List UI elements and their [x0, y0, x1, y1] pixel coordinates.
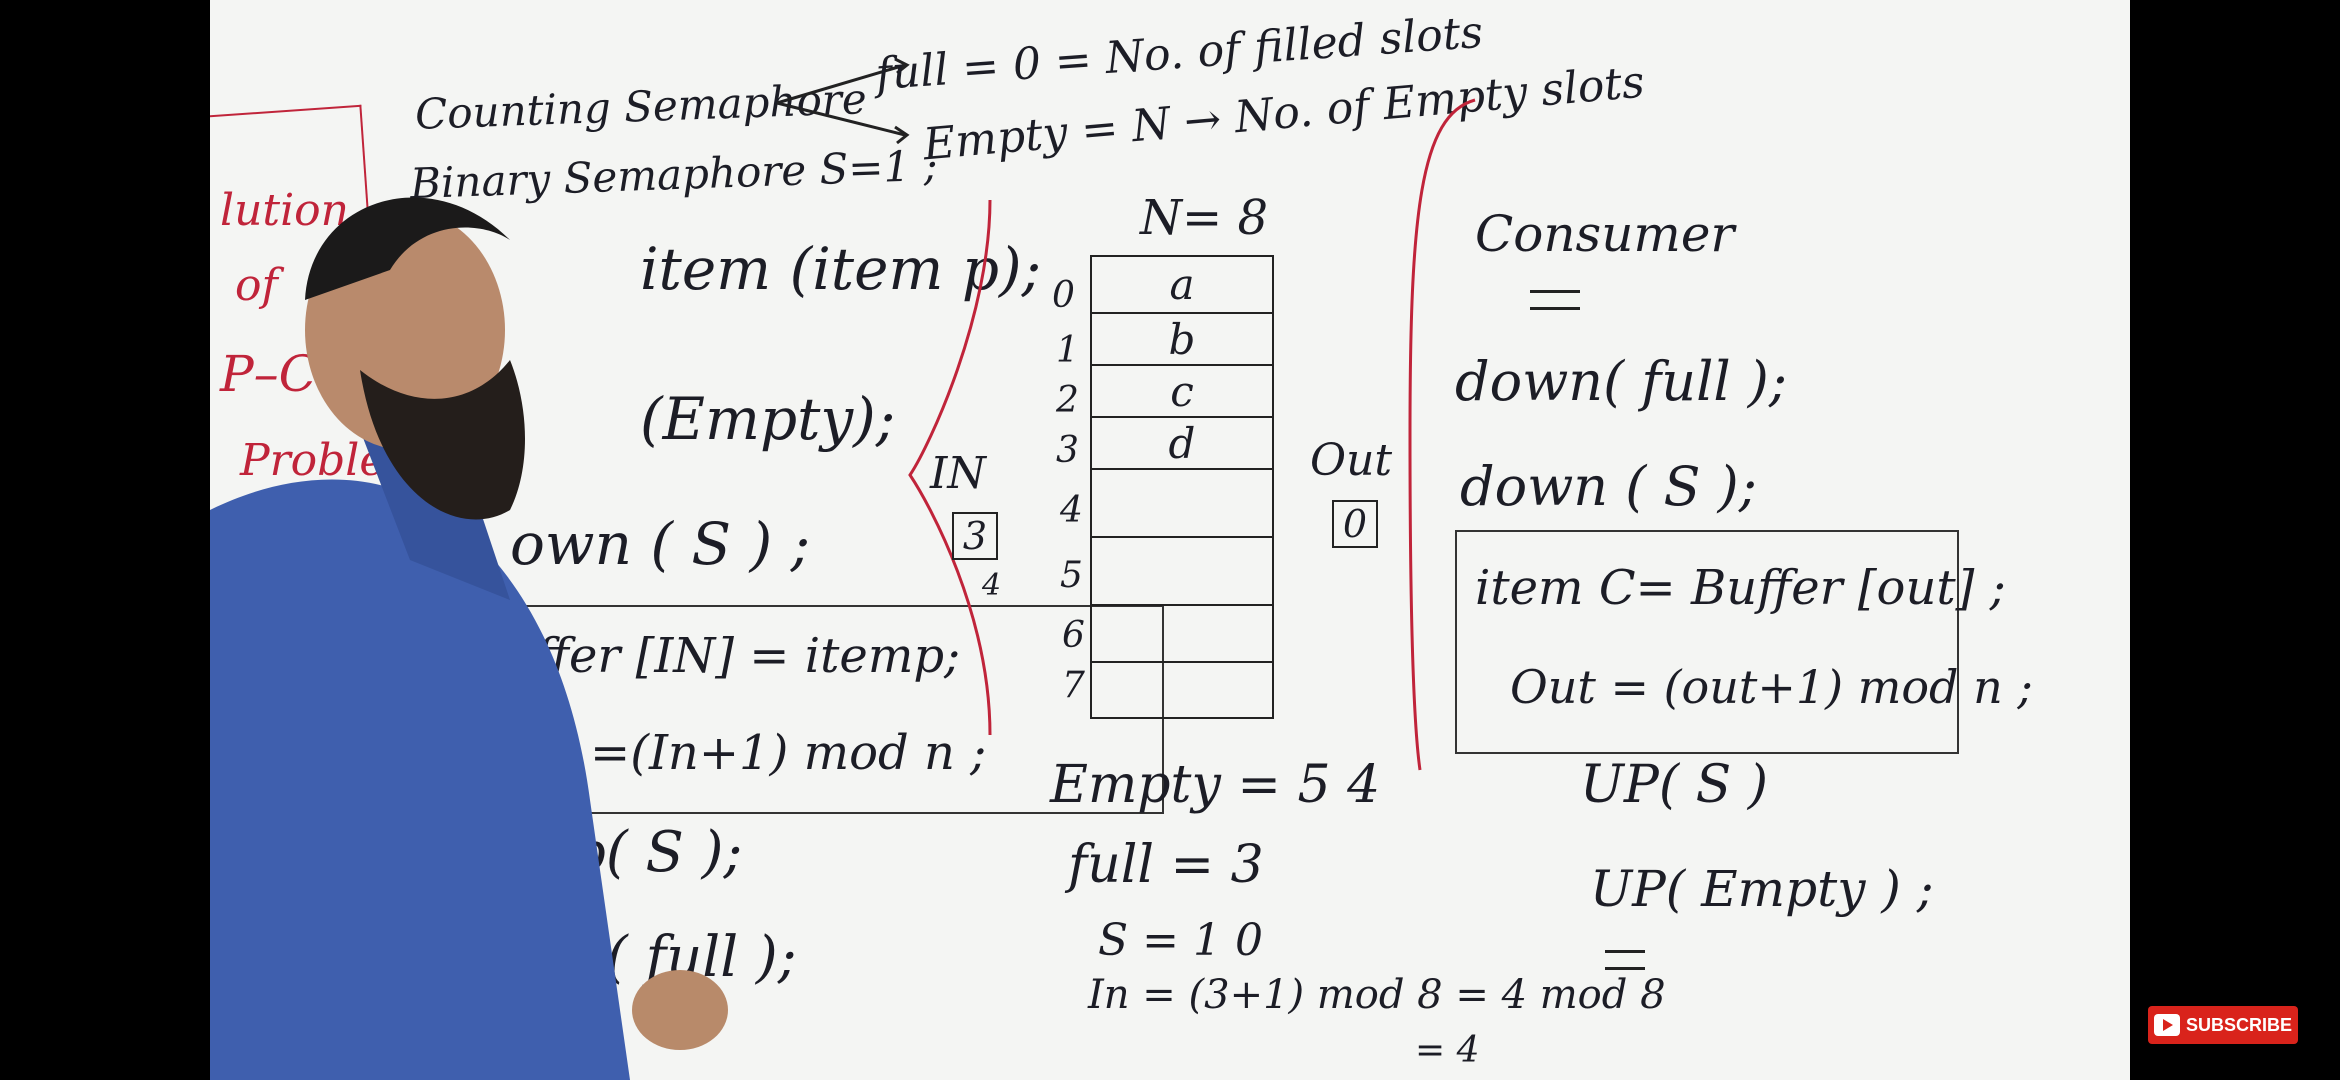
producer-box-line-2: =(In+1) mod n ; [590, 725, 987, 781]
consumer-line-4: UP( Empty ) ; [1590, 860, 1934, 918]
out-pointer-value: 0 [1332, 500, 1378, 548]
buffer-index: 2 [1056, 380, 1079, 421]
subscribe-button[interactable]: SUBSCRIBE [2148, 1006, 2298, 1044]
buffer-index: 0 [1052, 275, 1075, 316]
producer-line-3: own ( S ) ; [510, 510, 811, 578]
consumer-line-1: down( full ); [1455, 350, 1788, 413]
consumer-critical-section-box [1455, 530, 1959, 754]
full-calc: full = 3 [1068, 835, 1264, 895]
consumer-box-line-1: item C= Buffer [out] ; [1475, 560, 2006, 616]
buffer-slot: a [1092, 257, 1272, 314]
empty-calc: Empty = 5 4 [1050, 755, 1381, 815]
buffer-size-label: N= 8 [1140, 190, 1269, 246]
buffer-slot: c [1092, 366, 1272, 418]
buffer-index: 6 [1062, 615, 1085, 656]
whiteboard-video-frame: Counting Semaphore full = 0 = No. of fil… [210, 0, 2130, 1080]
consumer-end-mark [1605, 950, 1645, 970]
in-pointer-value: 3 [952, 512, 998, 560]
buffer-index: 1 [1056, 330, 1079, 371]
buffer-slot: b [1092, 314, 1272, 366]
subscribe-label: SUBSCRIBE [2185, 1014, 2292, 1035]
branch-arrows [776, 57, 910, 145]
buffer-slot-value: d [1168, 418, 1196, 468]
buffer-index: 3 [1056, 430, 1079, 471]
buffer-slot [1092, 663, 1272, 713]
buffer-slot-value: b [1168, 314, 1196, 364]
buffer-slot [1092, 538, 1272, 606]
side-title-line: lution [220, 185, 349, 236]
buffer-index: 5 [1060, 555, 1083, 596]
buffer-slot: d [1092, 418, 1272, 470]
buffer-slot [1092, 606, 1272, 663]
left-curly-brace [908, 199, 992, 736]
consumer-line-3: UP( S ) [1580, 755, 1769, 815]
producer-line-1: item (item p); [640, 235, 1042, 303]
consumer-line-2: down ( S ); [1460, 455, 1757, 518]
side-title-line: of [235, 260, 278, 311]
buffer-slot [1092, 470, 1272, 538]
in-calc-result: = 4 [1415, 1030, 1480, 1071]
in-pointer-label: IN [930, 448, 986, 499]
s-calc: S = 1 0 [1098, 915, 1263, 966]
producer-line-2: (Empty); [640, 385, 896, 453]
side-title-line: P–C [220, 345, 317, 403]
buffer-index: 4 [1060, 490, 1083, 531]
in-calc: In = (3+1) mod 8 = 4 mod 8 [1088, 972, 1666, 1018]
out-pointer-label: Out [1310, 435, 1393, 486]
consumer-box-line-2: Out = (out+1) mod n ; [1510, 660, 2033, 714]
buffer-table: a b c d [1090, 255, 1274, 719]
consumer-title: Consumer [1475, 205, 1735, 263]
buffer-slot-value: c [1170, 366, 1194, 416]
presenter-figure [210, 197, 728, 1080]
youtube-play-icon [2153, 1014, 2180, 1036]
consumer-underline [1530, 290, 1580, 310]
producer-box-line-1: ffer [IN] = itemp; [535, 628, 961, 684]
right-curly-brace [1408, 98, 1476, 771]
buffer-slot-value: a [1169, 260, 1195, 309]
buffer-index: 7 [1062, 665, 1085, 706]
in-pointer-next: 4 [982, 568, 1002, 603]
